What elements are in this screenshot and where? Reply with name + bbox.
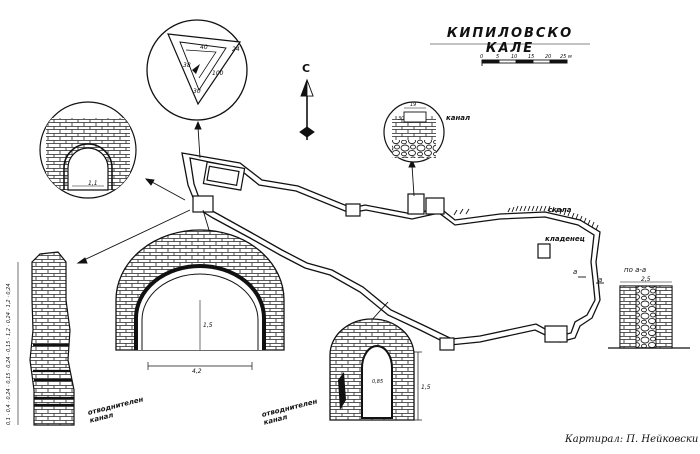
scale-tick-20: 20: [545, 54, 552, 60]
dim-tri-30: 30: [193, 88, 201, 95]
detail-section-aa: [608, 281, 690, 349]
north-letter: С: [302, 62, 311, 75]
detail-big-arch: [115, 229, 285, 370]
detail-gate-arch: [329, 318, 422, 421]
dim-big-arch-width: 4,2: [192, 368, 202, 375]
fortress-outline: [181, 152, 601, 346]
detail-wall-circle: [383, 101, 445, 163]
label-a-left: а: [573, 268, 578, 276]
dim-tri-40: 40: [200, 44, 208, 51]
dim-big-arch-height: 1,5: [203, 322, 213, 329]
north-arrow: [299, 78, 315, 140]
detail-triangle-circle: [146, 19, 248, 121]
scale-bar: [481, 59, 568, 66]
dim-column-left: 0,1 · 0,4 · 0,24 · 0,15 · 0,24 · 0,15 · …: [6, 283, 12, 425]
dim-tri-24: 24: [232, 46, 240, 53]
scale-tick-10: 10: [511, 54, 518, 60]
dim-wall-30: 30: [398, 116, 405, 122]
detail-column-section: [17, 251, 75, 426]
dim-small-arch: 1,1: [88, 180, 98, 187]
label-section-aa: по а-а: [624, 266, 647, 274]
dim-tri-38: 38: [183, 62, 191, 69]
label-kladenets: кладенец: [545, 235, 585, 243]
credit-line: Картирал: П. Нейковски: [565, 434, 699, 445]
scale-tick-5: 5: [496, 54, 500, 60]
scale-tick-0: 0: [480, 54, 484, 60]
detail-small-arch: [39, 101, 137, 199]
scale-tick-25: 25 м: [560, 54, 572, 60]
dim-tri-100: 100: [212, 70, 224, 77]
dim-section-width: 2,5: [641, 276, 651, 283]
label-kanal: канал: [446, 114, 471, 122]
scale-labels: 0 5 10 15 20 25 м: [478, 54, 573, 64]
dim-wall-19: 19: [410, 102, 417, 108]
rock-hatching: [453, 205, 599, 231]
dim-gate-height: 1,5: [421, 384, 431, 391]
scale-tick-15: 15: [528, 54, 535, 60]
map-title: КИПИЛОВСКО КАЛЕ: [446, 26, 574, 56]
dim-gate-arch: 0,85: [372, 379, 384, 385]
label-a-right: а: [598, 276, 603, 284]
label-skala: скала: [548, 206, 572, 214]
